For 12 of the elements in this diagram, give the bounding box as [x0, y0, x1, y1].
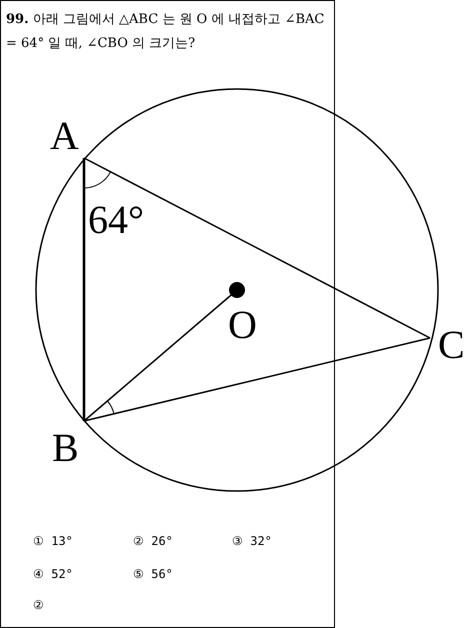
answer-choice: ② 26° [133, 534, 173, 548]
answer-choice: ③ 32° [232, 534, 272, 548]
answer-text: ② [33, 598, 44, 612]
angle-label: 64° [88, 200, 144, 240]
question-text: 99. 아래 그림에서 △ABC 는 원 O 에 내접하고 ∠BAC = 64° 일 때, ∠CBO 의 크기는? [6, 11, 326, 53]
vertex-label: B [52, 428, 79, 468]
vertex-label: A [50, 116, 79, 156]
answer-choice: ⑤ 56° [133, 567, 173, 581]
vertex-label: C [438, 325, 465, 365]
center-label: O [228, 305, 257, 345]
answer-choice: ① 13° [33, 534, 73, 548]
answer-choice: ④ 52° [33, 567, 73, 581]
